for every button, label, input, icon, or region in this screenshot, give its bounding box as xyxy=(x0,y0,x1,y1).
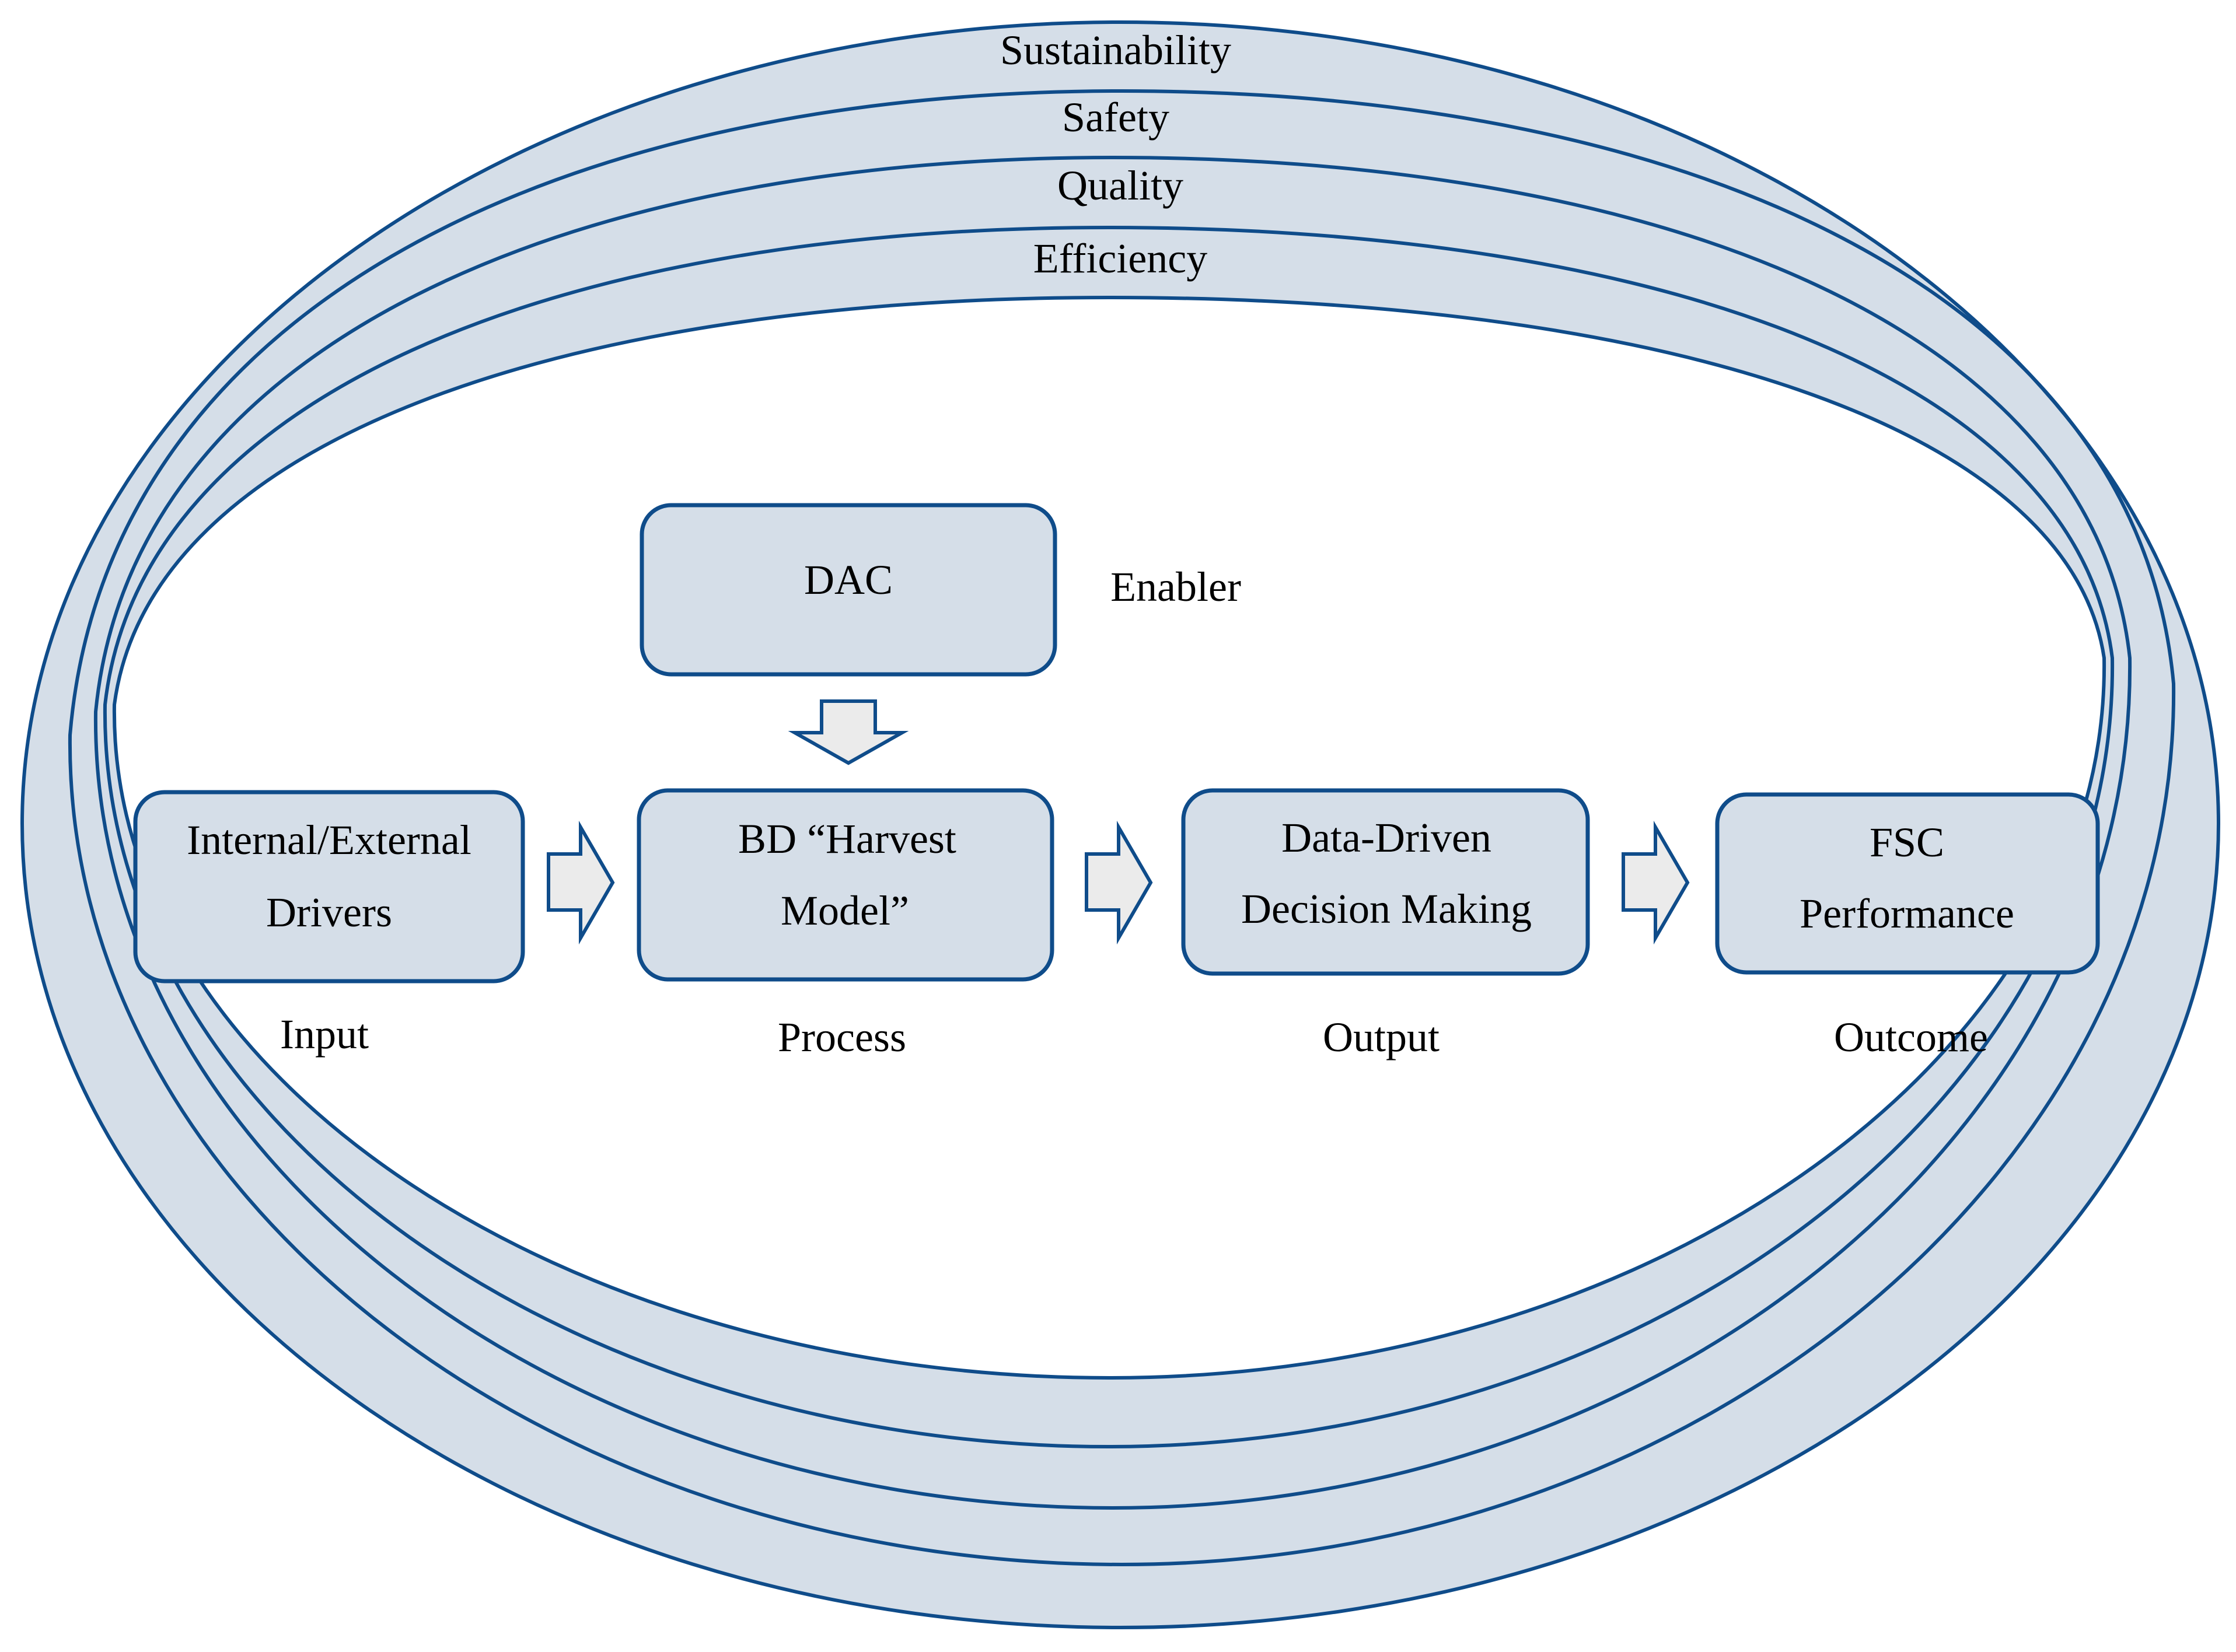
stage-boxes: Internal/External Drivers BD “Harvest Mo… xyxy=(133,788,2100,984)
outcome-label: Outcome xyxy=(1834,1014,1988,1060)
ring-label-quality: Quality xyxy=(1057,162,1183,209)
ring-outlines xyxy=(20,20,2221,1630)
dac-box-label: DAC xyxy=(804,556,893,603)
stage-labels: Input Process Output Outcome xyxy=(280,1011,1988,1060)
input-box-line-1: Internal/External xyxy=(187,817,471,863)
ring-outline-efficiency xyxy=(103,225,2115,1449)
right-arrow-icon xyxy=(1622,820,1690,945)
right-arrow-icon xyxy=(547,820,615,945)
down-arrow-icon xyxy=(788,699,909,765)
process-box-line-2: Model” xyxy=(781,887,909,934)
input-box xyxy=(133,790,525,984)
process-box xyxy=(637,788,1054,982)
ring-labels: Sustainability Safety Quality Efficiency xyxy=(1000,27,1231,282)
ring-outline-sustainability xyxy=(20,20,2221,1630)
output-label: Output xyxy=(1323,1014,1440,1060)
process-box-line-1: BD “Harvest xyxy=(738,816,956,862)
outcome-box-line-2: Performance xyxy=(1800,890,2014,937)
ring-label-efficiency: Efficiency xyxy=(1033,235,1208,282)
output-box-line-2: Decision Making xyxy=(1241,886,1532,932)
ring-outline-safety xyxy=(68,89,2176,1567)
ring-outline-quality xyxy=(93,155,2132,1510)
enabler-group: DAC Enabler xyxy=(640,503,1241,765)
output-box xyxy=(1181,788,1590,976)
output-box-line-1: Data-Driven xyxy=(1281,814,1491,861)
enabler-label: Enabler xyxy=(1110,564,1241,610)
flow-arrows xyxy=(547,820,1690,945)
outcome-box xyxy=(1715,792,2100,975)
right-arrow-icon xyxy=(1085,820,1153,945)
outcome-box-line-1: FSC xyxy=(1870,819,1944,866)
ring-label-safety: Safety xyxy=(1062,94,1169,141)
process-label: Process xyxy=(778,1014,906,1060)
ring-label-sustainability: Sustainability xyxy=(1000,27,1231,74)
dac-box xyxy=(640,503,1057,677)
ring-outline-inner xyxy=(112,295,2106,1380)
input-label: Input xyxy=(280,1011,369,1058)
input-box-line-2: Drivers xyxy=(266,889,392,936)
